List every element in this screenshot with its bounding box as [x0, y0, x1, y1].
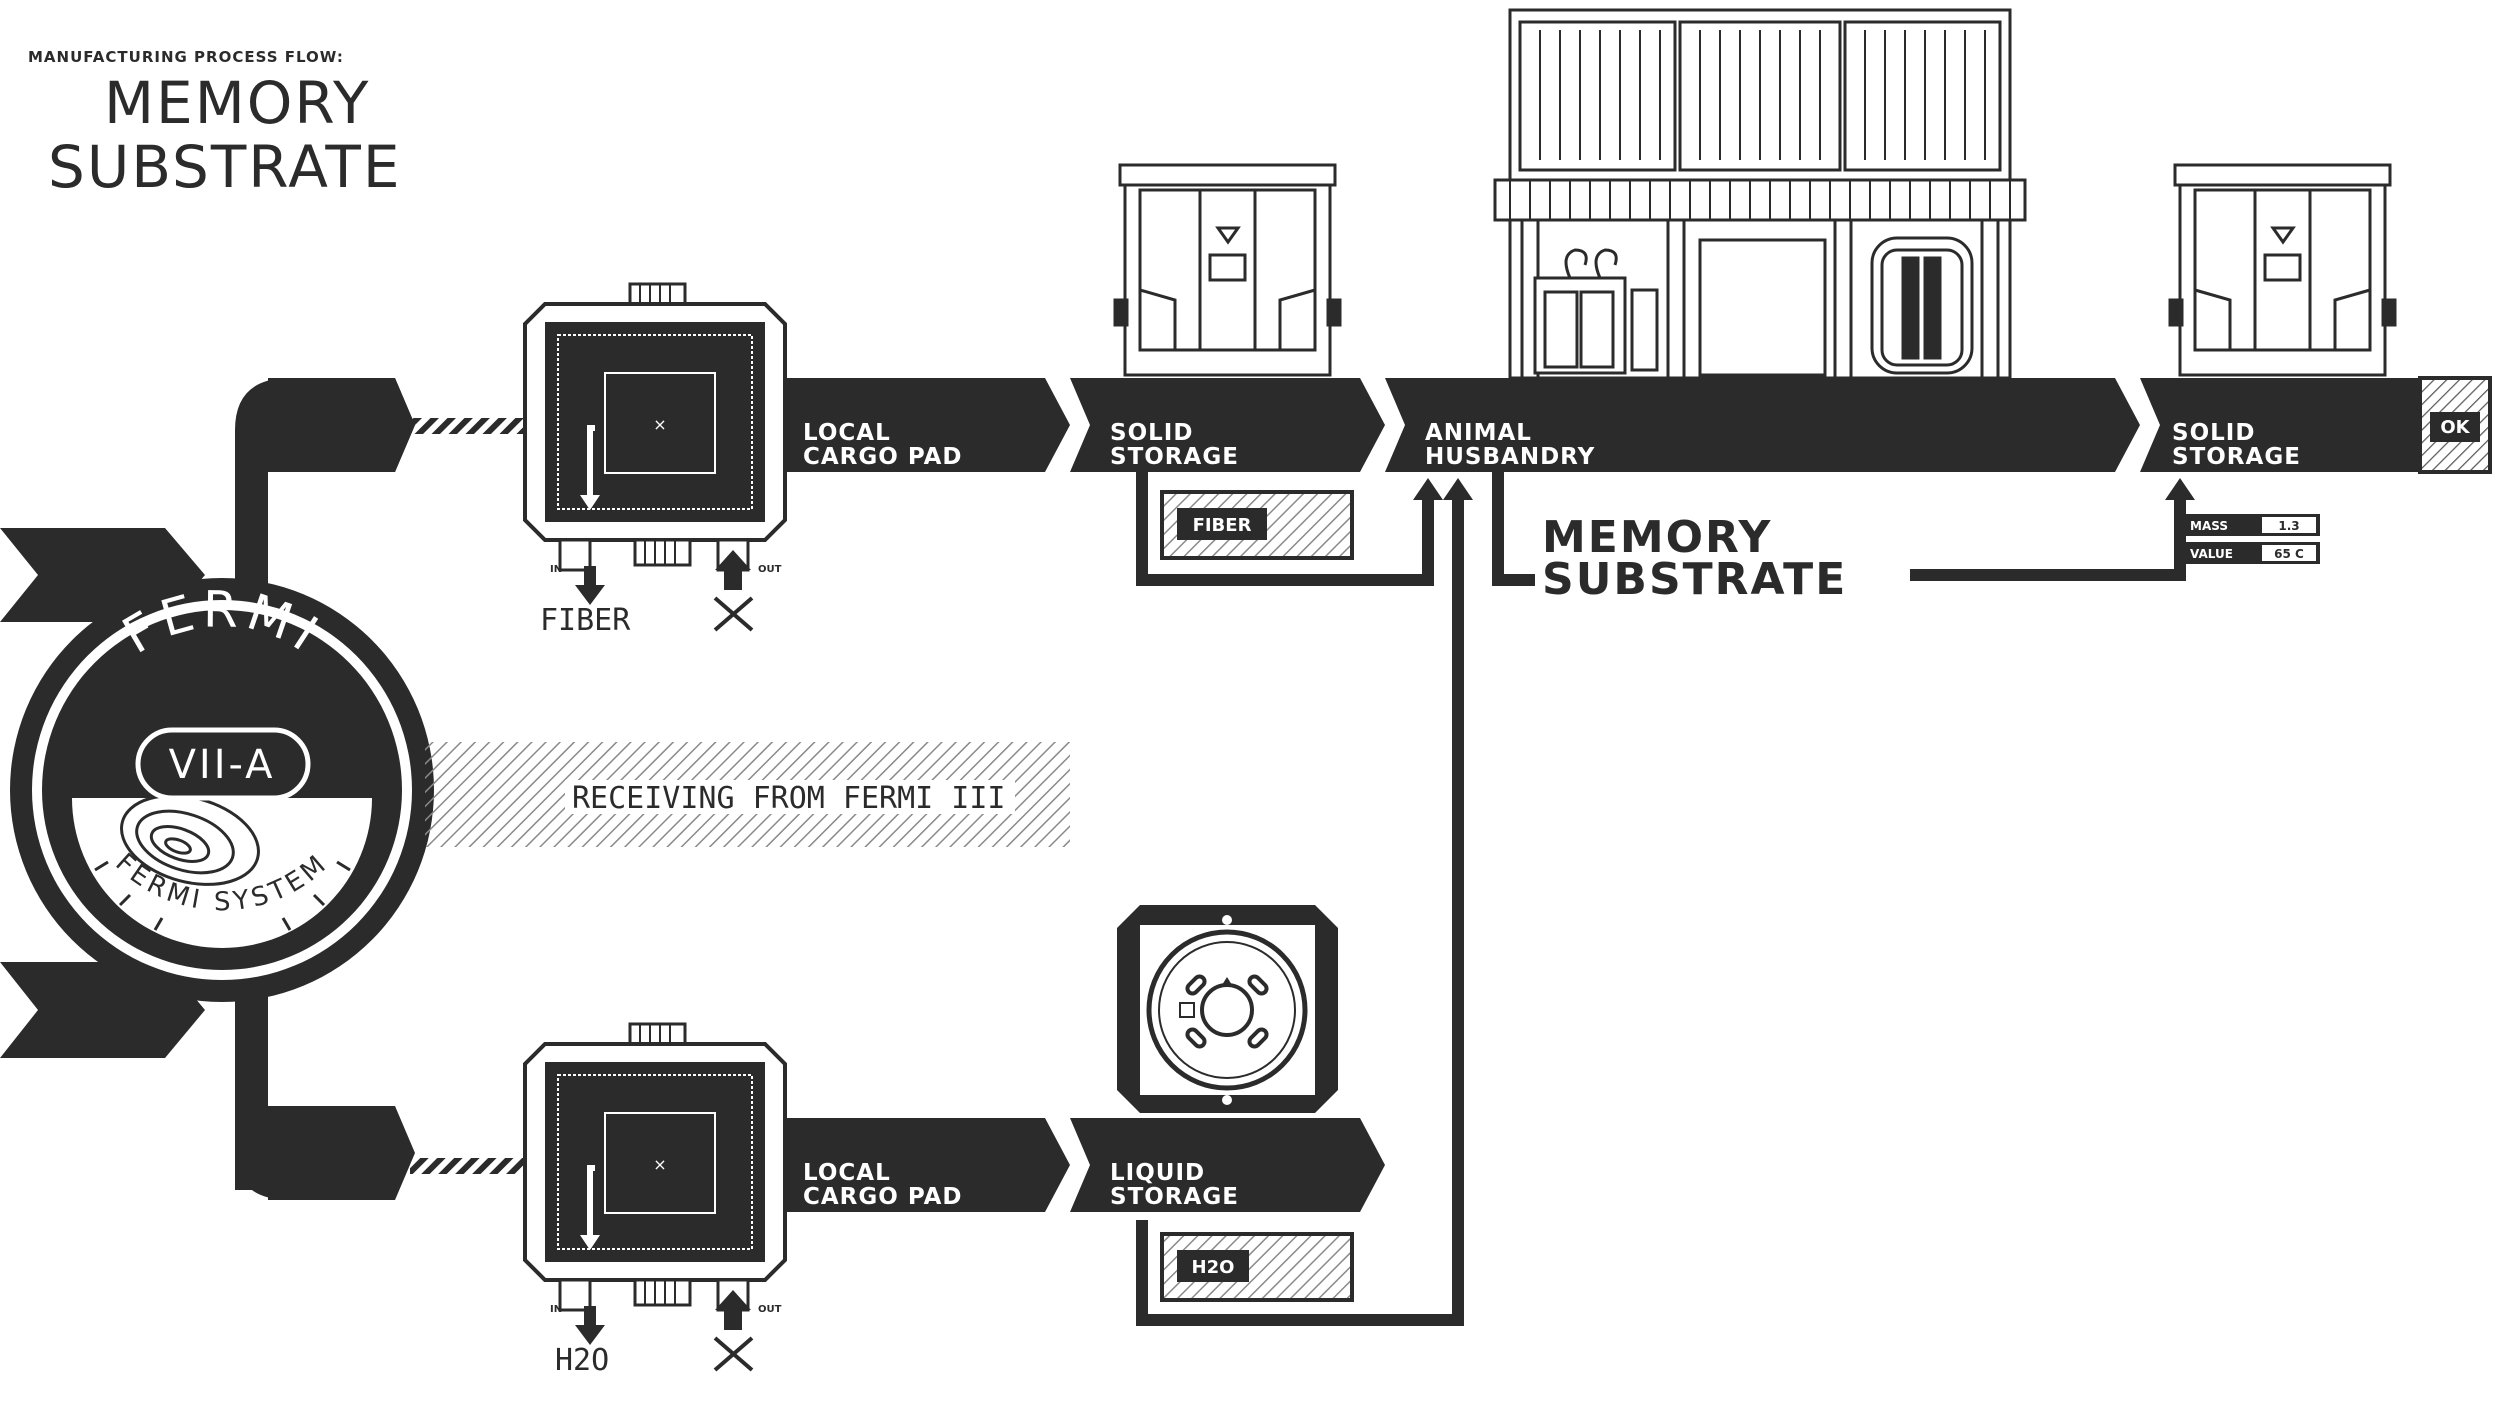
top-storage-item: FIBER — [1193, 515, 1252, 536]
bottom-cargo-pad-icon: × — [523, 1022, 787, 1345]
x-mark-icon — [713, 596, 754, 632]
bottom-storage-item: H2O — [1192, 1257, 1235, 1278]
top-pad-label-2: CARGO PAD — [803, 444, 962, 470]
top-pad-out: OUT — [758, 564, 782, 575]
top-storage-item-tag — [1160, 490, 1354, 560]
diagram-title-line1: MEMORY — [104, 69, 371, 137]
top-pad-input: FIBER — [540, 603, 631, 638]
fiber-to-husbandry-connector — [1136, 472, 1434, 586]
liquid-storage-icon — [1117, 905, 1338, 1113]
top-storage-label-2: STORAGE — [1110, 444, 1239, 470]
status-badge: OK — [2440, 417, 2470, 438]
bottom-pad-in: IN — [550, 1304, 562, 1315]
top-storage-label-1: SOLID — [1110, 420, 1193, 446]
bottom-x-mark-icon — [713, 1336, 754, 1372]
bottom-flow-band — [785, 1118, 1385, 1212]
bottom-pad-label-2: CARGO PAD — [803, 1184, 962, 1210]
receiving-band — [425, 742, 1070, 847]
mass-value: 1.3 — [2278, 519, 2299, 533]
mass-label: MASS — [2190, 519, 2228, 533]
final-storage-label-2: STORAGE — [2172, 444, 2301, 470]
bottom-storage-item-tag — [1160, 1232, 1354, 1302]
diagram-subtitle: MANUFACTURING PROCESS FLOW: — [28, 48, 344, 66]
solid-storage-icon — [1113, 163, 1342, 377]
value-label: VALUE — [2190, 547, 2233, 561]
liquid-storage-label-1: LIQUID — [1110, 1160, 1205, 1186]
cargo-pad-icon: × — [523, 282, 787, 605]
h2o-to-husbandry-connector — [1136, 490, 1464, 1326]
final-storage-label-1: SOLID — [2172, 420, 2255, 446]
husbandry-label-2: HUSBANDRY — [1425, 444, 1595, 470]
svg-text:×: × — [653, 1155, 666, 1174]
receiving-label: RECEIVING FROM FERMI III — [572, 781, 1005, 816]
top-flow-band — [785, 376, 2492, 474]
product-line-2: SUBSTRATE — [1542, 554, 1847, 605]
animal-husbandry-building-icon — [1493, 8, 2027, 380]
planet-id: VII-A — [169, 742, 276, 788]
bottom-pad-input: H2O — [555, 1343, 609, 1378]
bottom-pad-label-1: LOCAL — [803, 1160, 891, 1186]
husbandry-label-1: ANIMAL — [1425, 420, 1532, 446]
diagram-title-line2: SUBSTRATE — [48, 133, 402, 201]
mass-value-readout — [2185, 514, 2320, 564]
product-line-1: MEMORY — [1542, 512, 1772, 563]
svg-text:×: × — [653, 415, 666, 434]
value-value: 65 C — [2274, 547, 2304, 561]
planet-badge-icon — [10, 578, 434, 1002]
top-pad-label-1: LOCAL — [803, 420, 891, 446]
final-storage-icon — [2168, 163, 2397, 377]
bottom-pad-out: OUT — [758, 1304, 782, 1315]
top-pad-in: IN — [550, 564, 562, 575]
product-to-storage-connector — [1910, 490, 2186, 581]
liquid-storage-label-2: STORAGE — [1110, 1184, 1239, 1210]
